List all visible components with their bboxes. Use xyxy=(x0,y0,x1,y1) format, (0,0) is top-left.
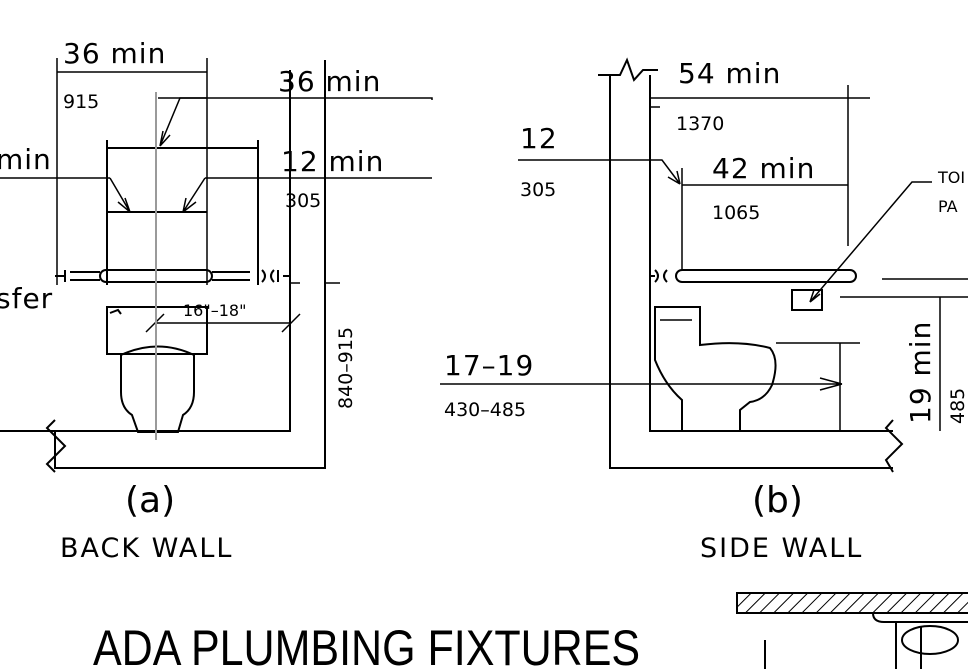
hatched-wall xyxy=(736,592,968,614)
side-wall-caption: SIDE WALL xyxy=(700,533,863,564)
back-915-label: 915 xyxy=(63,91,99,113)
back-36min-label: 36 min xyxy=(63,37,166,70)
seat-height-leader xyxy=(440,377,843,391)
side-19min-label: 19 min xyxy=(904,321,937,424)
back-36min-right-label: 36 min xyxy=(278,65,381,98)
grab-bar-zone-box xyxy=(106,140,259,285)
back-36min-right-leader xyxy=(207,97,433,100)
side-1065-label: 1065 xyxy=(712,202,760,224)
side-wall-elevation: 54 min 1370 12 305 42 min 1065 17–19 430… xyxy=(440,57,968,564)
back-wall-elevation: 36 min 915 36 min 12 min 305 min sfer 16… xyxy=(0,37,433,564)
side-wall-outline xyxy=(609,75,893,469)
side-grab-bar xyxy=(650,269,857,283)
side-430-485-label: 430–485 xyxy=(444,399,526,421)
back-305-label: 305 xyxy=(285,190,321,212)
back-letter-a: (a) xyxy=(125,480,175,521)
side-1370-label: 1370 xyxy=(676,113,724,135)
side-wall-floor-break xyxy=(884,419,904,473)
back-wall-break-symbol xyxy=(45,419,67,473)
side-54min-label: 54 min xyxy=(678,57,781,90)
back-left-min-fragment: min xyxy=(0,143,52,176)
back-arrow-top xyxy=(159,97,207,147)
paper-label-line-1: TOI xyxy=(937,168,965,187)
paper-dispenser-leader xyxy=(809,181,932,303)
back-wall-outline xyxy=(0,60,326,469)
side-305-label: 305 xyxy=(520,179,556,201)
back-arrow-left xyxy=(109,177,131,213)
back-12min-label: 12 min xyxy=(281,145,384,178)
back-16-18-label: 16"–18" xyxy=(183,301,246,320)
side-54min-dim xyxy=(650,85,870,246)
side-485-label: 485 xyxy=(947,388,968,424)
back-transfer-fragment: sfer xyxy=(0,282,53,315)
back-36min-extension-lines xyxy=(56,58,208,285)
plan-detail-fragment xyxy=(736,592,968,669)
side-toilet xyxy=(654,306,860,432)
side-12-dim xyxy=(518,159,681,185)
back-wall-caption: BACK WALL xyxy=(60,533,233,564)
back-grab-bar xyxy=(55,269,290,283)
paper-label-line-2: PA xyxy=(938,197,958,216)
back-arrow-right xyxy=(182,177,206,213)
side-17-19-label: 17–19 xyxy=(444,349,534,382)
side-42min-label: 42 min xyxy=(712,152,815,185)
back-840-915-label: 840–915 xyxy=(335,327,357,409)
side-wall-top-break xyxy=(598,57,658,82)
side-12-label: 12 xyxy=(520,122,558,155)
paper-height-dim xyxy=(840,278,968,431)
paper-dispenser xyxy=(791,289,823,311)
fixture-outline xyxy=(764,612,968,669)
side-42min-dim xyxy=(681,168,848,270)
page-title: ADA PLUMBING FIXTURES xyxy=(93,620,640,669)
side-letter-b: (b) xyxy=(752,480,803,521)
